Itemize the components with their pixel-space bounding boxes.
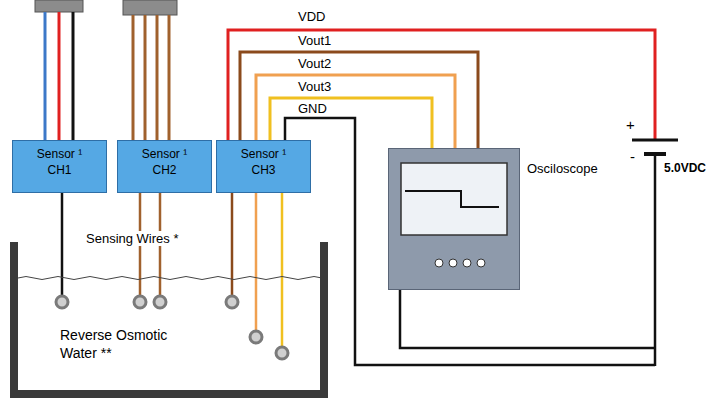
device-label: Osciloscope <box>527 161 598 176</box>
connector-plug <box>35 0 83 12</box>
signal-name: Vout3 <box>298 79 331 94</box>
signal-name: GND <box>298 101 327 116</box>
signal-wire <box>240 52 478 148</box>
battery-plate <box>644 152 666 156</box>
gnd-wire <box>285 118 655 365</box>
sensor-label: Sensor ¹ CH2 <box>134 147 196 178</box>
signal-name: VDD <box>298 9 325 24</box>
scope-knob <box>477 259 485 267</box>
tank-label: Reverse Osmotic Water ** <box>60 327 180 362</box>
wire <box>44 12 47 140</box>
oscilloscope: Osciloscope <box>388 148 520 290</box>
signal-name: Vout1 <box>298 33 331 48</box>
polarity-mark: + <box>626 116 635 133</box>
water-surface <box>18 277 322 280</box>
sensing-wire <box>281 193 284 347</box>
battery-plate <box>632 139 678 142</box>
note-label: Sensing Wires * <box>84 231 180 246</box>
sensing-wire <box>61 193 64 296</box>
electrode <box>134 296 146 308</box>
scope-face <box>389 149 519 289</box>
scope-knob <box>435 259 443 267</box>
sensor-box: Sensor ¹ CH1 <box>12 140 107 193</box>
scope-screen <box>405 191 499 207</box>
wire <box>132 15 135 140</box>
sensor-box: Sensor ¹ CH3 <box>216 140 311 193</box>
sensor-label: Sensor ¹ CH1 <box>29 147 91 178</box>
electrode <box>56 296 68 308</box>
sensor-label: Sensor ¹ CH3 <box>233 147 295 178</box>
wire <box>72 12 75 140</box>
scope-knob <box>449 259 457 267</box>
electrode <box>226 296 238 308</box>
voltage-label: 5.0VDC <box>664 161 706 175</box>
wire <box>144 15 147 140</box>
sensing-wire <box>255 193 258 331</box>
water-tank: Reverse Osmotic Water ** <box>10 242 328 398</box>
sensor-box: Sensor ¹ CH2 <box>117 140 212 193</box>
vdd-wire <box>228 30 655 140</box>
scope-screen <box>401 163 507 235</box>
gnd-wire <box>654 154 657 366</box>
electrode <box>276 347 288 359</box>
signal-name: Vout2 <box>298 56 331 71</box>
electrode <box>154 296 166 308</box>
wire <box>156 15 159 140</box>
polarity-mark: - <box>630 148 635 165</box>
signal-wire <box>256 75 455 148</box>
scope-knob <box>463 259 471 267</box>
gnd-wire <box>400 290 655 348</box>
wire <box>168 15 171 140</box>
connector-plug <box>123 0 177 15</box>
sensing-wire <box>231 193 234 296</box>
wire <box>58 12 61 140</box>
electrode <box>250 331 262 343</box>
